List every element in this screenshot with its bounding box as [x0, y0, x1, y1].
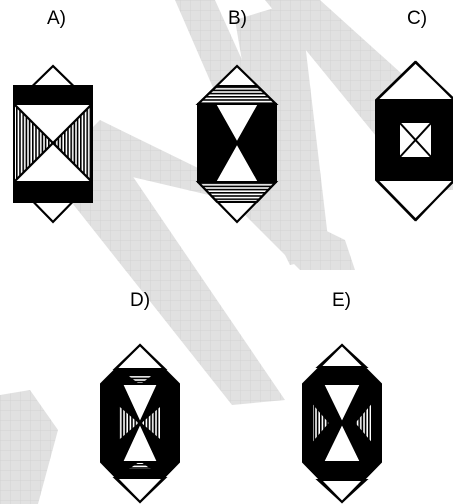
- option-label-c: C): [407, 8, 427, 29]
- figure-e[interactable]: [303, 345, 381, 502]
- option-label-a: A): [47, 8, 66, 29]
- figure-d[interactable]: [101, 345, 179, 502]
- option-label-d: D): [130, 290, 150, 311]
- figure-a[interactable]: [14, 66, 92, 222]
- option-label-b: B): [228, 8, 247, 29]
- option-label-e: E): [332, 290, 351, 311]
